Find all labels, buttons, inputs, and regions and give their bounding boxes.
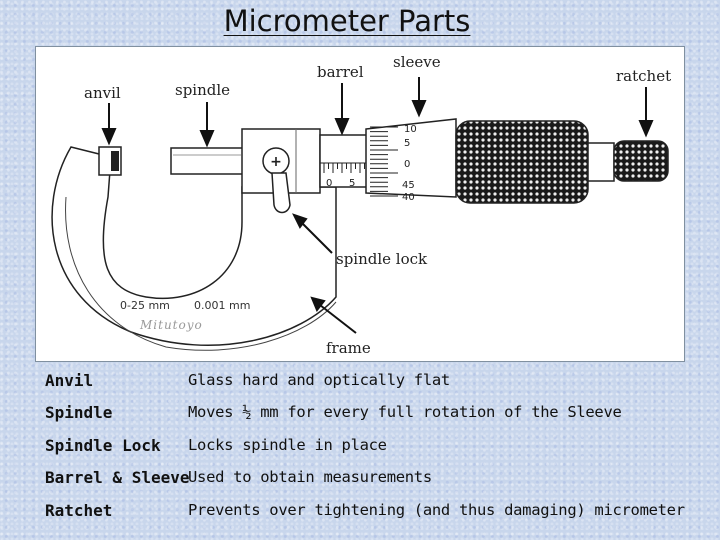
spindle-lock: + bbox=[262, 147, 291, 214]
label-frame: frame bbox=[326, 339, 371, 357]
svg-text:+: + bbox=[270, 154, 282, 170]
label-spindle-lock: spindle lock bbox=[336, 250, 428, 268]
spindle bbox=[170, 147, 244, 175]
micrometer-diagram: + 0 5 10 5 0 45 40 bbox=[35, 46, 685, 362]
spindle-lock-arrowhead bbox=[292, 213, 308, 229]
frame-arrowhead bbox=[310, 296, 326, 312]
frame bbox=[51, 146, 337, 351]
frame-arrow bbox=[319, 304, 357, 334]
frame-range-spec: 0-25 mm bbox=[120, 299, 170, 312]
anvil bbox=[98, 146, 122, 176]
barrel-scale-0: 0 bbox=[326, 178, 332, 189]
anvil-arrowhead bbox=[101, 128, 117, 146]
sleeve: 10 5 0 45 40 bbox=[365, 118, 457, 203]
part-name: Barrel & Sleeve bbox=[45, 468, 190, 487]
sleeve-scale-5: 5 bbox=[404, 138, 410, 149]
part-name: Ratchet bbox=[45, 501, 113, 520]
barrel-scale-5: 5 bbox=[349, 178, 355, 189]
ratchet bbox=[613, 140, 669, 182]
part-name: Spindle bbox=[45, 403, 113, 422]
brand-logo: Mitutoyo bbox=[139, 318, 203, 332]
parts-row-spindle-lock: Spindle Lock Locks spindle in place bbox=[0, 436, 720, 466]
page-title: Micrometer Parts bbox=[223, 4, 471, 38]
sleeve-scale-45: 45 bbox=[402, 180, 415, 191]
label-anvil: anvil bbox=[84, 84, 121, 102]
part-name: Anvil bbox=[45, 371, 94, 390]
parts-row-barrel-sleeve: Barrel & Sleeve Used to obtain measureme… bbox=[0, 468, 720, 498]
parts-row-anvil: Anvil Glass hard and optically flat bbox=[0, 371, 720, 401]
barrel-arrowhead bbox=[334, 118, 350, 136]
sleeve-scale-40: 40 bbox=[402, 192, 415, 203]
micrometer-illustration: + 0 5 10 5 0 45 40 bbox=[51, 53, 671, 357]
sleeve-arrowhead bbox=[411, 100, 427, 118]
spindle-lock-arrow bbox=[301, 222, 333, 254]
spindle-arrowhead bbox=[199, 130, 215, 148]
ratchet-arrowhead bbox=[638, 120, 654, 138]
sleeve-scale-10: 10 bbox=[404, 124, 417, 135]
sleeve-scale-0: 0 bbox=[404, 159, 410, 170]
part-description: Used to obtain measurements bbox=[188, 468, 432, 486]
parts-row-spindle: Spindle Moves ½ mm for every full rotati… bbox=[0, 403, 720, 433]
label-ratchet: ratchet bbox=[616, 67, 671, 85]
part-description: Locks spindle in place bbox=[188, 436, 387, 454]
part-description: Glass hard and optically flat bbox=[188, 371, 450, 389]
thimble-grip bbox=[455, 120, 615, 204]
frame-resolution-spec: 0.001 mm bbox=[194, 299, 250, 312]
part-description: Prevents over tightening (and thus damag… bbox=[188, 501, 685, 519]
label-barrel: barrel bbox=[317, 63, 364, 81]
parts-row-ratchet: Ratchet Prevents over tightening (and th… bbox=[0, 501, 720, 531]
part-name: Spindle Lock bbox=[45, 436, 161, 455]
part-description: Moves ½ mm for every full rotation of th… bbox=[188, 403, 622, 421]
label-sleeve: sleeve bbox=[393, 53, 441, 71]
label-spindle: spindle bbox=[175, 81, 230, 99]
